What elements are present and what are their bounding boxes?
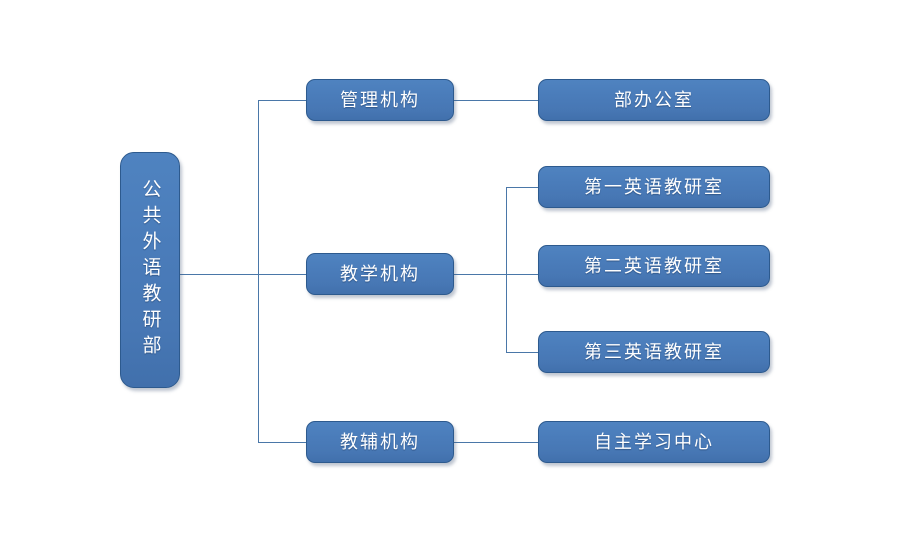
connector-trunk-main	[258, 100, 259, 443]
node-management[interactable]: 管理机构	[306, 79, 454, 121]
node-teaching[interactable]: 教学机构	[306, 253, 454, 295]
connector-teaching-stem	[454, 274, 506, 275]
connector-support-to-center	[454, 442, 538, 443]
node-english-office-1[interactable]: 第一英语教研室	[538, 166, 770, 208]
node-teaching-support[interactable]: 教辅机构	[306, 421, 454, 463]
node-teaching-support-label: 教辅机构	[340, 431, 420, 452]
node-root[interactable]: 公共外语教研部	[120, 152, 180, 388]
node-root-label: 公共外语教研部	[139, 179, 161, 361]
connector-branch-english-3	[506, 352, 538, 353]
node-department-office-label: 部办公室	[614, 89, 694, 110]
node-english-office-3[interactable]: 第三英语教研室	[538, 331, 770, 373]
connector-root-stem	[180, 274, 258, 275]
node-english-office-2-label: 第二英语教研室	[584, 255, 724, 276]
connector-trunk-teaching	[506, 187, 507, 352]
node-english-office-1-label: 第一英语教研室	[584, 176, 724, 197]
connector-branch-teaching	[258, 274, 306, 275]
node-learning-center[interactable]: 自主学习中心	[538, 421, 770, 463]
connector-branch-english-1	[506, 187, 538, 188]
node-management-label: 管理机构	[340, 89, 420, 110]
connector-branch-english-2	[506, 274, 538, 275]
node-teaching-label: 教学机构	[340, 263, 420, 284]
connector-management-to-office	[454, 100, 538, 101]
node-department-office[interactable]: 部办公室	[538, 79, 770, 121]
connector-branch-management	[258, 100, 306, 101]
node-learning-center-label: 自主学习中心	[594, 431, 714, 452]
node-english-office-2[interactable]: 第二英语教研室	[538, 245, 770, 287]
node-english-office-3-label: 第三英语教研室	[584, 341, 724, 362]
connector-branch-support	[258, 442, 306, 443]
